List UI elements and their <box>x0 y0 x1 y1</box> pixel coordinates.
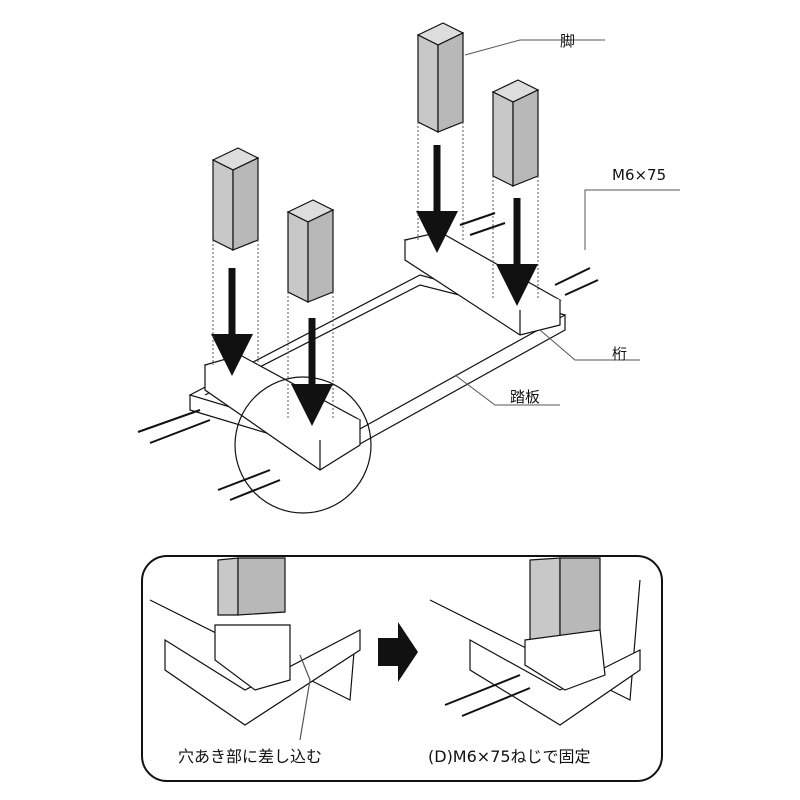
detail-circle <box>234 376 372 514</box>
bolts <box>137 212 599 501</box>
insert-arrows <box>211 145 538 426</box>
leader-lines <box>454 39 680 406</box>
label-beam: 桁 <box>612 345 628 363</box>
label-step-board: 踏板 <box>510 388 541 406</box>
step-caption-insert: 穴あき部に差し込む <box>178 747 323 766</box>
label-bolt: M6×75 <box>612 166 667 184</box>
leg-1 <box>211 147 260 251</box>
leg-2 <box>286 199 335 303</box>
label-leg: 脚 <box>560 32 576 50</box>
legs <box>211 22 540 303</box>
leg-4 <box>491 79 540 187</box>
guide-lines <box>212 122 539 420</box>
detail-right <box>429 557 641 726</box>
leg-3 <box>416 22 465 133</box>
next-step-arrow <box>378 622 418 682</box>
step-caption-fix: (D)M6×75ねじで固定 <box>428 747 591 766</box>
detail-left <box>149 557 361 741</box>
